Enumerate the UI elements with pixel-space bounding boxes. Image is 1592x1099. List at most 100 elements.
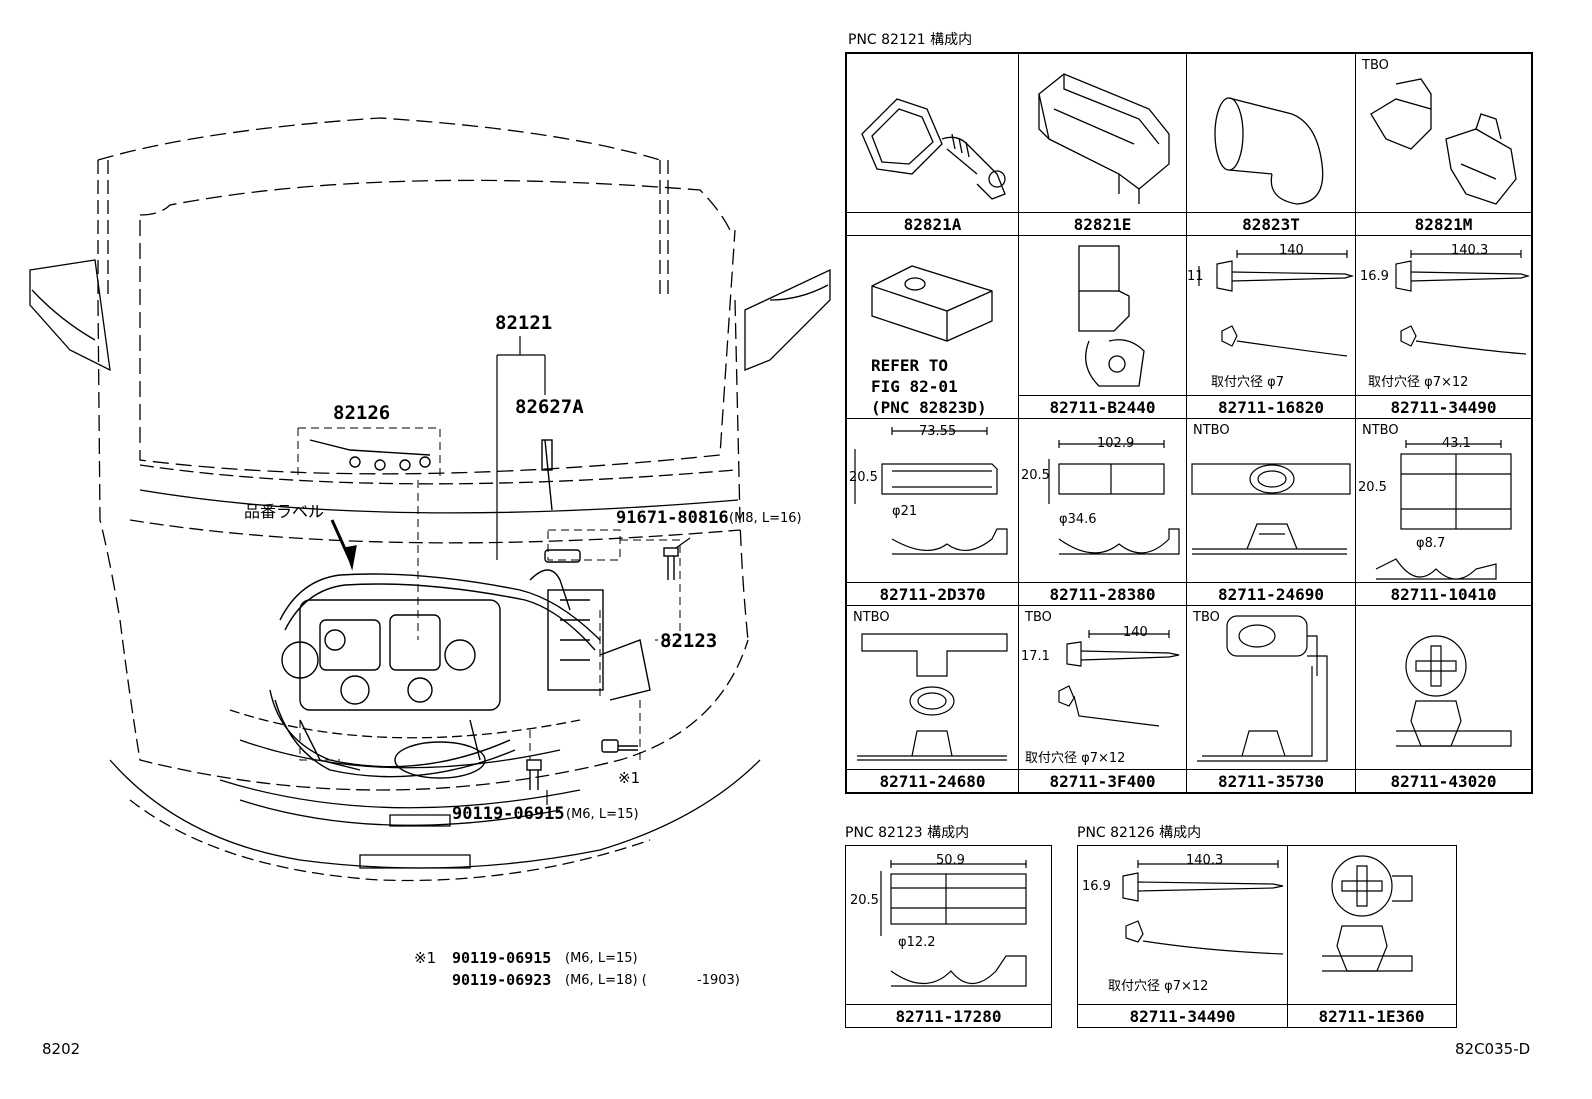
footnote-line2-tail: -1903) [697, 973, 740, 988]
cell-82711-24680[interactable]: NTBO 82711-24680 [846, 605, 1019, 793]
table2-title: PNC 82123 構成内 [845, 825, 970, 841]
footnote-line1-part: 90119-06915 [452, 949, 552, 967]
hole-phi7: 取付穴径 φ7 [1211, 375, 1284, 390]
callout-82121[interactable]: 82121 [495, 312, 553, 334]
cell-82711-10410[interactable]: NTBO 43.1 20.5 φ8.7 82711-10410 [1355, 418, 1532, 606]
dim-len-43-1: 43.1 [1442, 436, 1471, 451]
callout-82123[interactable]: 82123 [660, 630, 718, 652]
label-82711-35730: 82711-35730 [1187, 769, 1355, 792]
label-82821m: 82821M [1356, 212, 1531, 235]
cell-82711-35730[interactable]: TBO 82711-35730 [1186, 605, 1356, 793]
dia-phi34-6: φ34.6 [1059, 512, 1097, 527]
footnote-mark: ※1 [414, 949, 437, 967]
label-82821e: 82821E [1019, 212, 1186, 235]
dim-h-11: 11 [1187, 269, 1204, 284]
clip-icon [1396, 635, 1512, 747]
tag-tbo: TBO [1025, 610, 1052, 625]
cell-82711-24690[interactable]: NTBO 82711-24690 [1186, 418, 1356, 606]
label-82711-34490-b: 82711-34490 [1078, 1004, 1287, 1027]
dia-phi21: φ21 [892, 504, 918, 519]
dim-len-102-9: 102.9 [1097, 436, 1135, 451]
table1: 82821A 82821E 82823T TBO [845, 52, 1533, 794]
cell-82711-b2440[interactable]: 82711-B2440 [1018, 235, 1187, 419]
dim-len-140: 140 [1123, 625, 1148, 640]
table3-title: PNC 82126 構成内 [1077, 825, 1202, 841]
cell-82711-34490-b[interactable]: 140.3 16.9 取付穴径 φ7×12 82711-34490 [1078, 846, 1288, 1027]
dim-h-20-5: 20.5 [1358, 480, 1387, 495]
connector-elbow-icon [861, 98, 1006, 200]
cell-82711-43020[interactable]: 82711-43020 [1355, 605, 1532, 793]
clamp-profile-icon [880, 860, 1027, 987]
dim-h-16-9: 16.9 [1082, 879, 1111, 894]
dim-h-16-9: 16.9 [1360, 269, 1389, 284]
page-id: 8202 [42, 1040, 81, 1058]
cell-82711-34490[interactable]: 140.3 16.9 取付穴径 φ7×12 82711-34490 [1355, 235, 1532, 419]
cell-82711-16820[interactable]: 140 11 取付穴径 φ7 82711-16820 [1186, 235, 1356, 419]
dim-h-20-5: 20.5 [1021, 468, 1050, 483]
footnote-line2-spec: (M6, L=18) ( [565, 973, 647, 988]
clamp-icon [1078, 245, 1145, 387]
refer-line2: FIG 82-01 [871, 377, 958, 396]
label-82711-24680: 82711-24680 [847, 769, 1018, 792]
vehicle-diagram [29, 117, 831, 882]
callout-82627a[interactable]: 82627A [515, 396, 584, 418]
refer-line1: REFER TO [871, 356, 949, 375]
label-82711-24690: 82711-24690 [1187, 582, 1355, 605]
cell-82821e[interactable]: 82821E [1018, 53, 1187, 236]
footnote-line1-spec: (M6, L=15) [565, 951, 638, 966]
grommet-icon [1191, 463, 1351, 555]
cell-82711-28380[interactable]: 102.9 20.5 φ34.6 82711-28380 [1018, 418, 1187, 606]
label-82711-1e360: 82711-1E360 [1287, 1004, 1456, 1027]
grommet-tee-icon [857, 633, 1008, 761]
label-82823t: 82823T [1187, 212, 1355, 235]
cell-82711-2d370[interactable]: 73.55 20.5 φ21 82711-2D370 [846, 418, 1019, 606]
table1-title: PNC 82121 構成内 [848, 32, 973, 48]
footnote-line2-part: 90119-06923 [452, 971, 552, 989]
cell-82711-1e360[interactable]: 82711-1E360 [1287, 846, 1456, 1027]
clamp-profile-icon [854, 427, 1008, 555]
callout-82126[interactable]: 82126 [333, 402, 391, 424]
cell-82821a[interactable]: 82821A [846, 53, 1019, 236]
dim-len-140-3: 140.3 [1186, 853, 1224, 868]
label-82711-28380: 82711-28380 [1019, 582, 1186, 605]
table2[interactable]: 50.9 20.5 φ12.2 82711-17280 [845, 845, 1052, 1028]
tag-tbo: TBO [1362, 58, 1389, 73]
part-label-jp: 品番ラベル [244, 502, 325, 521]
cable-tie-icon [1058, 630, 1180, 727]
cell-82711-3f400[interactable]: TBO 140 17.1 取付穴径 φ7×12 82711-3F400 [1018, 605, 1187, 793]
tag-ntbo: NTBO [853, 610, 890, 625]
note-mark-1: ※1 [618, 769, 641, 787]
label-82711-3f400: 82711-3F400 [1019, 769, 1186, 792]
label-82821a: 82821A [847, 212, 1018, 235]
dim-len-140: 140 [1279, 243, 1304, 258]
callout-91671-80816[interactable]: 91671-80816 [616, 508, 729, 528]
cell-refer[interactable]: REFER TO FIG 82-01 (PNC 82823D) [846, 235, 1019, 419]
tag-tbo: TBO [1193, 610, 1220, 625]
label-82711-10410: 82711-10410 [1356, 582, 1531, 605]
label-82711-43020: 82711-43020 [1356, 769, 1531, 792]
hole-phi7x12: 取付穴径 φ7×12 [1108, 979, 1209, 994]
hole-phi7x12: 取付穴径 φ7×12 [1025, 751, 1126, 766]
dia-phi8-7: φ8.7 [1416, 536, 1446, 551]
hole-phi7x12: 取付穴径 φ7×12 [1368, 375, 1469, 390]
callout-90119-06915[interactable]: 90119-06915 [452, 804, 565, 824]
clamp-profile-icon [1048, 440, 1180, 555]
dim-h-20-5: 20.5 [849, 470, 878, 485]
label-82711-2d370: 82711-2D370 [847, 582, 1018, 605]
refer-line3: (PNC 82823D) [871, 398, 987, 417]
label-82711-16820: 82711-16820 [1187, 395, 1355, 418]
dim-len-73-55: 73.55 [919, 424, 957, 439]
dim-h-17-1: 17.1 [1021, 649, 1050, 664]
cable-tie-icon [1198, 250, 1355, 357]
grommet-bracket-icon [1197, 615, 1328, 762]
label-82711-34490: 82711-34490 [1356, 395, 1531, 418]
boot-icon [1214, 97, 1324, 205]
clip-bracket-icon [1370, 78, 1517, 205]
cell-82823t[interactable]: 82823T [1186, 53, 1356, 236]
cell-82821m[interactable]: TBO 82821M [1355, 53, 1532, 236]
clip-icon [1322, 855, 1413, 972]
tag-ntbo: NTBO [1362, 423, 1399, 438]
dim-len-140-3: 140.3 [1451, 243, 1489, 258]
dim-h-20-5: 20.5 [850, 893, 879, 908]
clamp-profile-icon [1375, 440, 1512, 580]
